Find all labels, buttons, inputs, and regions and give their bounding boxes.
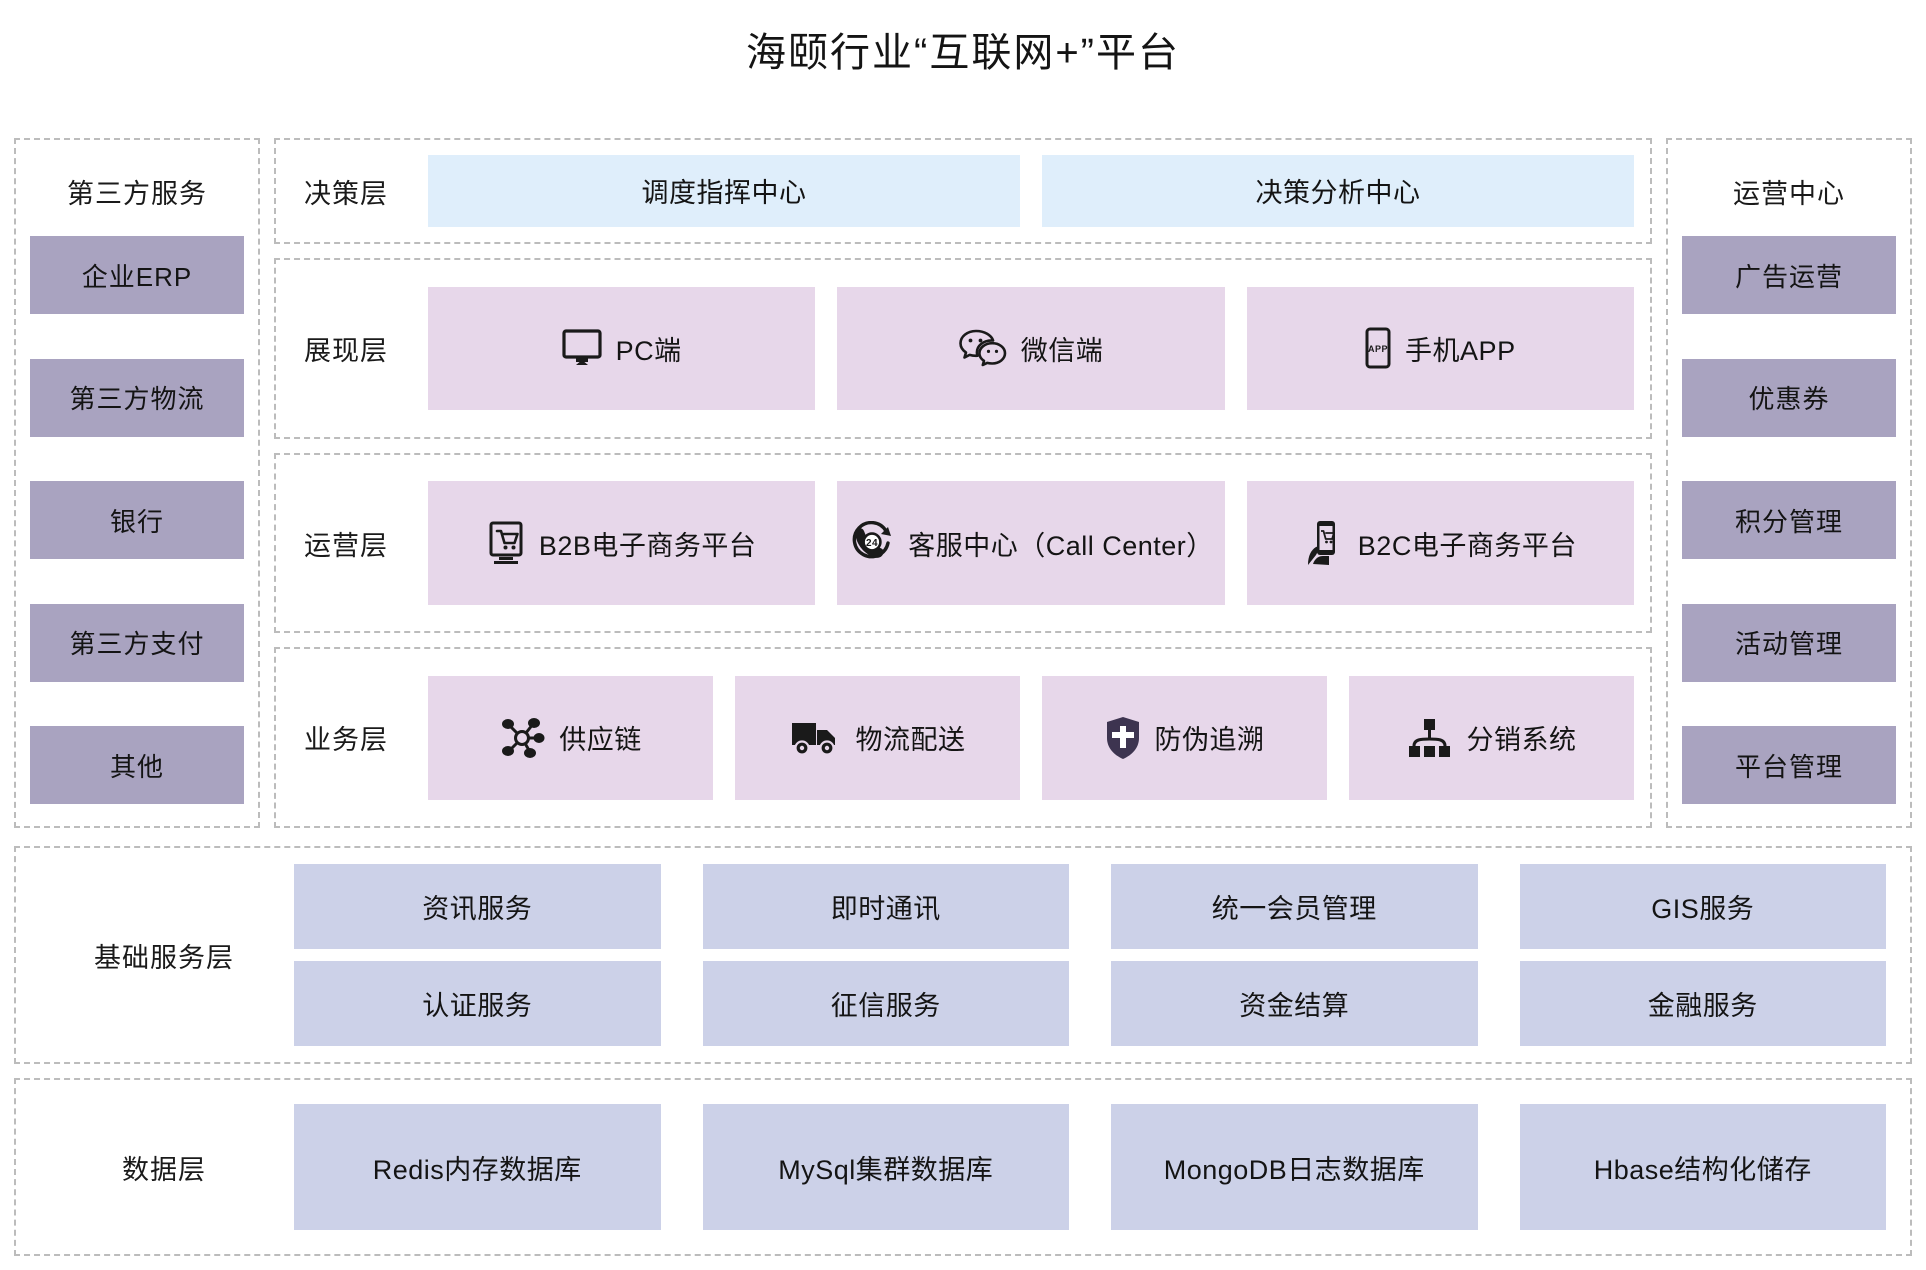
- business-item-distribution-system-label: 分销系统: [1466, 725, 1577, 756]
- business-layer-items: 供应链 物流配送: [428, 675, 1634, 800]
- base-service-layer: 基础服务层 资讯服务 即时通讯 统一会员管理 GIS服务 认证服务 征信服务 资…: [14, 846, 1912, 1064]
- mobile-shopping-icon: [1304, 520, 1344, 566]
- top-region: 第三方服务 企业ERP 第三方物流 银行 第三方支付 其他 决策层 调度指挥中心…: [14, 138, 1912, 829]
- operation-item-call-center[interactable]: 24 客服中心（Call Center）: [837, 481, 1225, 605]
- monitor-icon: [562, 329, 602, 367]
- data-layer-item-mysql[interactable]: MySql集群数据库: [702, 1104, 1069, 1230]
- shield-icon: [1105, 716, 1141, 760]
- svg-text:APP: APP: [1368, 344, 1388, 354]
- business-item-supply-chain[interactable]: 供应链: [428, 675, 713, 800]
- business-item-anti-counterfeit-trace[interactable]: 防伪追溯: [1042, 675, 1327, 800]
- third-party-services-list: 企业ERP 第三方物流 银行 第三方支付 其他: [30, 236, 244, 808]
- operation-item-b2c-platform-label: B2C电子商务平台: [1357, 530, 1577, 561]
- data-layer: 数据层 Redis内存数据库 MySql集群数据库 MongoDB日志数据库 H…: [14, 1078, 1912, 1256]
- base-service-item-credit-reporting[interactable]: 征信服务: [702, 961, 1069, 1046]
- decision-layer-items: 调度指挥中心 决策分析中心: [428, 155, 1634, 227]
- wechat-icon: [958, 328, 1007, 368]
- data-layer-item-hbase[interactable]: Hbase结构化储存: [1519, 1104, 1886, 1230]
- base-service-item-authentication[interactable]: 认证服务: [294, 961, 661, 1046]
- sidebar-item-third-party-payment[interactable]: 第三方支付: [30, 603, 244, 682]
- data-layer-grid: Redis内存数据库 MySql集群数据库 MongoDB日志数据库 Hbase…: [294, 1096, 1886, 1238]
- decision-item-dispatch-command-center-label: 调度指挥中心: [641, 178, 807, 209]
- presentation-item-wechat[interactable]: 微信端: [837, 286, 1225, 411]
- decision-item-decision-analysis-center[interactable]: 决策分析中心: [1042, 155, 1634, 227]
- presentation-item-pc-label: PC端: [615, 335, 682, 366]
- third-party-services-panel: 第三方服务 企业ERP 第三方物流 银行 第三方支付 其他: [14, 138, 260, 828]
- data-layer-item-mongodb[interactable]: MongoDB日志数据库: [1111, 1104, 1478, 1230]
- base-service-item-gis[interactable]: GIS服务: [1519, 864, 1886, 949]
- sidebar-item-points-management[interactable]: 积分管理: [1682, 481, 1896, 559]
- operation-item-b2b-platform[interactable]: B2B电子商务平台: [428, 481, 816, 605]
- business-item-logistics-delivery[interactable]: 物流配送: [735, 675, 1020, 800]
- sidebar-item-third-party-logistics[interactable]: 第三方物流: [30, 358, 244, 437]
- business-layer-label: 业务层: [304, 725, 388, 756]
- operation-center-heading: 运营中心: [1733, 179, 1845, 209]
- sidebar-item-platform-management[interactable]: 平台管理: [1682, 726, 1896, 804]
- base-service-item-instant-messaging[interactable]: 即时通讯: [702, 864, 1069, 949]
- hierarchy-icon: [1407, 717, 1453, 759]
- sidebar-item-bank[interactable]: 银行: [30, 481, 244, 559]
- presentation-layer: 展现层 PC端: [274, 258, 1652, 439]
- business-item-distribution-system[interactable]: 分销系统: [1349, 675, 1634, 800]
- decision-layer-label: 决策层: [304, 178, 388, 209]
- base-service-layer-label: 基础服务层: [94, 942, 234, 973]
- base-service-item-financial[interactable]: 金融服务: [1519, 961, 1886, 1046]
- decision-item-decision-analysis-center-label: 决策分析中心: [1255, 178, 1421, 209]
- operation-center-panel: 运营中心 广告运营 优惠券 积分管理 活动管理 平台管理: [1666, 138, 1912, 828]
- business-layer: 业务层: [274, 647, 1652, 829]
- base-service-row-2: 认证服务 征信服务 资金结算 金融服务: [294, 961, 1886, 1046]
- third-party-services-heading: 第三方服务: [67, 179, 207, 209]
- business-item-anti-counterfeit-trace-label: 防伪追溯: [1154, 725, 1265, 756]
- decision-item-dispatch-command-center[interactable]: 调度指挥中心: [428, 155, 1020, 227]
- operation-layer-items: B2B电子商务平台 24 客服中心（Call Center）: [428, 481, 1634, 605]
- presentation-item-mobile-app[interactable]: APP 手机APP: [1246, 286, 1634, 411]
- sidebar-item-activity-management[interactable]: 活动管理: [1682, 603, 1896, 682]
- presentation-layer-items: PC端 微信端: [428, 286, 1634, 411]
- operation-item-b2c-platform[interactable]: B2C电子商务平台: [1246, 481, 1634, 605]
- base-service-row-1: 资讯服务 即时通讯 统一会员管理 GIS服务: [294, 864, 1886, 949]
- data-layer-item-redis[interactable]: Redis内存数据库: [294, 1104, 661, 1230]
- operation-center-list: 广告运营 优惠券 积分管理 活动管理 平台管理: [1682, 236, 1896, 808]
- base-service-item-unified-member-management[interactable]: 统一会员管理: [1111, 864, 1478, 949]
- svg-text:24: 24: [866, 538, 878, 549]
- base-service-item-fund-settlement[interactable]: 资金结算: [1111, 961, 1478, 1046]
- shopping-cart-screen-icon: [487, 521, 525, 565]
- presentation-item-wechat-label: 微信端: [1020, 335, 1104, 366]
- data-layer-row: Redis内存数据库 MySql集群数据库 MongoDB日志数据库 Hbase…: [294, 1104, 1886, 1230]
- presentation-item-pc[interactable]: PC端: [428, 286, 816, 411]
- business-item-supply-chain-label: 供应链: [559, 725, 642, 756]
- phone-24h-icon: 24: [848, 521, 894, 565]
- base-service-item-news[interactable]: 资讯服务: [294, 864, 661, 949]
- operation-layer-label: 运营层: [304, 530, 388, 561]
- truck-icon: [790, 719, 842, 757]
- center-layers: 决策层 调度指挥中心 决策分析中心 展现层: [274, 138, 1652, 829]
- business-item-logistics-delivery-label: 物流配送: [855, 725, 966, 756]
- sidebar-item-enterprise-erp[interactable]: 企业ERP: [30, 236, 244, 314]
- data-layer-label: 数据层: [122, 1154, 206, 1185]
- decision-layer: 决策层 调度指挥中心 决策分析中心: [274, 138, 1652, 244]
- presentation-item-mobile-app-label: 手机APP: [1405, 335, 1516, 366]
- mobile-app-icon: APP: [1365, 327, 1391, 369]
- presentation-layer-label: 展现层: [304, 335, 388, 366]
- sidebar-item-coupon[interactable]: 优惠券: [1682, 358, 1896, 437]
- operation-layer: 运营层 B2B电子商务平台: [274, 452, 1652, 634]
- sidebar-item-ad-operation[interactable]: 广告运营: [1682, 236, 1896, 314]
- operation-item-call-center-label: 客服中心（Call Center）: [908, 530, 1214, 561]
- network-nodes-icon: [499, 716, 545, 760]
- base-service-grid: 资讯服务 即时通讯 统一会员管理 GIS服务 认证服务 征信服务 资金结算 金融…: [294, 864, 1886, 1046]
- operation-item-b2b-platform-label: B2B电子商务平台: [538, 530, 757, 561]
- sidebar-item-other[interactable]: 其他: [30, 726, 244, 804]
- page-title: 海颐行业“互联网+”平台: [746, 31, 1180, 75]
